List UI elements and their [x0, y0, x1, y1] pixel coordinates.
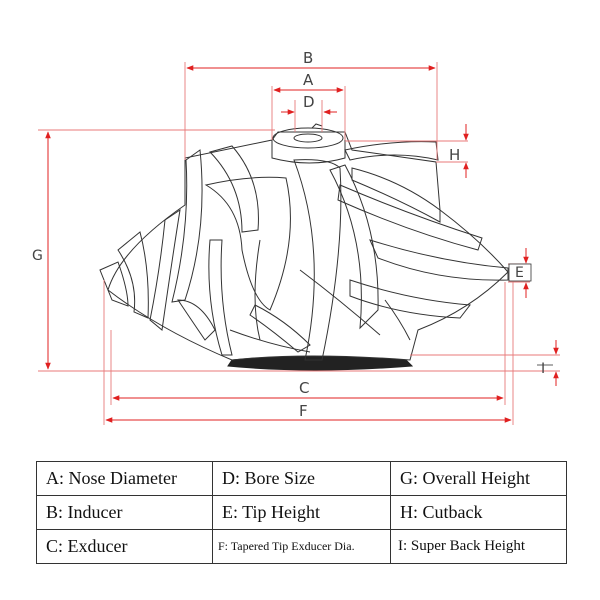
blade	[209, 145, 259, 233]
blade	[208, 239, 233, 356]
blade	[249, 304, 311, 353]
legend-d-bore-size: D: Bore Size	[212, 461, 391, 496]
label-f: F	[299, 402, 308, 420]
legend-a-nose-diameter: A: Nose Diameter	[36, 461, 213, 496]
bore-hole	[293, 133, 323, 143]
nose	[271, 132, 346, 164]
legend-row: A: Nose Diameter D: Bore Size G: Overall…	[36, 461, 567, 496]
compressor-wheel	[99, 123, 509, 371]
blade	[351, 167, 441, 223]
label-g: G	[32, 248, 43, 264]
blade	[177, 299, 216, 341]
label-box-e	[508, 263, 532, 282]
label-h: H	[449, 146, 460, 164]
compressor-wheel-diagram: B A D H G E I C F	[32, 49, 560, 425]
legend-row: B: Inducer E: Tip Height H: Cutback	[36, 495, 567, 530]
label-e: E	[515, 265, 524, 281]
blade	[369, 239, 509, 281]
blade	[344, 141, 439, 161]
nose-top	[272, 127, 344, 149]
blade	[329, 164, 379, 330]
blade	[171, 149, 203, 303]
guide-lines	[38, 62, 560, 425]
legend-i-super-back-height: I: Super Back Height	[390, 529, 567, 564]
blade	[349, 279, 471, 319]
blade	[337, 184, 483, 251]
legend-e-tip-height: E: Tip Height	[212, 495, 391, 530]
legend-c-exducer: C: Exducer	[36, 529, 213, 564]
blade	[117, 231, 149, 319]
blade	[149, 208, 181, 331]
legend-b-inducer: B: Inducer	[36, 495, 213, 530]
label-i: I	[541, 361, 545, 377]
blade	[204, 176, 291, 311]
label-c: C	[299, 379, 309, 397]
legend-g-overall-height: G: Overall Height	[390, 461, 567, 496]
legend-h-cutback: H: Cutback	[390, 495, 567, 530]
dimension-lines	[45, 65, 559, 423]
legend-row: C: Exducer F: Tapered Tip Exducer Dia. I…	[36, 529, 567, 564]
label-b: B	[303, 49, 313, 67]
label-a: A	[303, 71, 314, 89]
label-d: D	[303, 93, 315, 111]
legend-f-tapered-tip-exducer-dia: F: Tapered Tip Exducer Dia.	[212, 529, 391, 564]
legend-table: A: Nose Diameter D: Bore Size G: Overall…	[36, 461, 567, 564]
hub-body	[107, 131, 509, 361]
blade	[293, 159, 342, 361]
blade	[99, 261, 129, 307]
